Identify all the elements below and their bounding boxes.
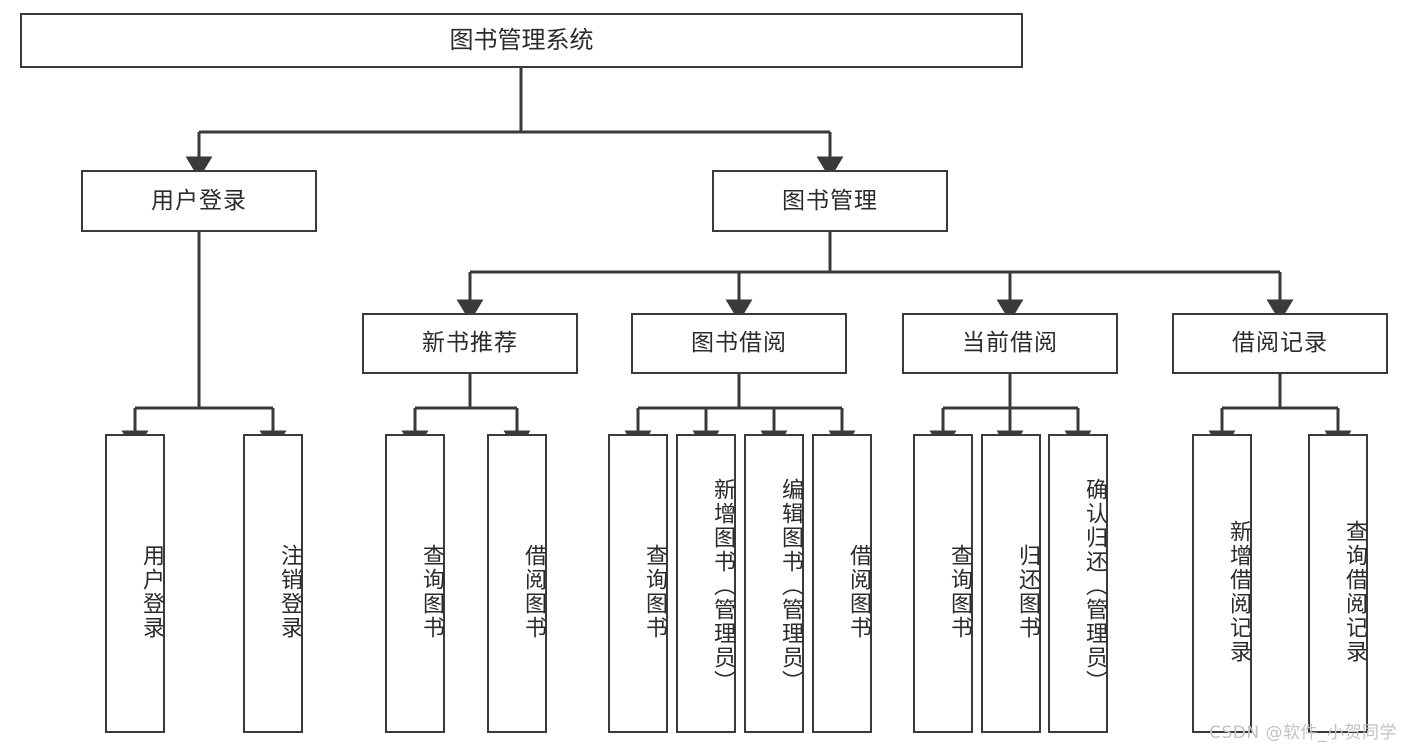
node-label: 编辑图书（管理员） <box>778 477 803 694</box>
node-label: 查询借阅记录 <box>1342 519 1367 664</box>
node-label: 图书管理系统 <box>449 25 594 54</box>
node-label: 当前借阅 <box>962 330 1058 357</box>
node-label: 注销登录 <box>277 543 302 640</box>
node-book-borrow[interactable]: 图书借阅 <box>631 313 847 374</box>
leaf-add-borrow-record[interactable]: 新增借阅记录 <box>1192 434 1252 733</box>
leaf-borrow-book-recommend[interactable]: 借阅图书 <box>487 434 547 733</box>
node-label: 用户登录 <box>151 187 247 214</box>
leaf-user-login[interactable]: 用户登录 <box>105 434 165 733</box>
node-label: 查询图书 <box>642 543 667 640</box>
node-label: 新增借阅记录 <box>1226 519 1251 664</box>
node-label: 用户登录 <box>139 543 164 640</box>
leaf-query-book-borrow[interactable]: 查询图书 <box>608 434 668 733</box>
node-book-management[interactable]: 图书管理 <box>712 170 948 232</box>
node-borrow-record[interactable]: 借阅记录 <box>1172 313 1388 374</box>
node-label: 确认归还（管理员） <box>1082 477 1107 694</box>
leaf-confirm-return-admin[interactable]: 确认归还（管理员） <box>1048 434 1108 733</box>
node-label: 归还图书 <box>1015 543 1040 640</box>
node-current-borrow[interactable]: 当前借阅 <box>902 313 1118 374</box>
leaf-return-book[interactable]: 归还图书 <box>981 434 1041 733</box>
leaf-logout-login[interactable]: 注销登录 <box>243 434 303 733</box>
node-label: 借阅图书 <box>521 543 546 640</box>
node-label: 图书管理 <box>782 187 878 214</box>
node-label: 借阅图书 <box>846 543 871 640</box>
watermark: CSDN @软件_小贺同学 <box>1209 723 1397 743</box>
leaf-query-book-current[interactable]: 查询图书 <box>913 434 973 733</box>
leaf-add-book-admin[interactable]: 新增图书（管理员） <box>676 434 736 733</box>
leaf-query-borrow-record[interactable]: 查询借阅记录 <box>1308 434 1368 733</box>
node-label: 新增图书（管理员） <box>710 477 735 694</box>
node-new-book-recommend[interactable]: 新书推荐 <box>362 313 578 374</box>
node-label: 查询图书 <box>947 543 972 640</box>
node-label: 借阅记录 <box>1232 330 1328 357</box>
node-root-book-management-system[interactable]: 图书管理系统 <box>20 13 1023 68</box>
node-label: 查询图书 <box>419 543 444 640</box>
leaf-borrow-book[interactable]: 借阅图书 <box>812 434 872 733</box>
leaf-edit-book-admin[interactable]: 编辑图书（管理员） <box>744 434 804 733</box>
node-label: 新书推荐 <box>422 330 518 357</box>
leaf-query-book-recommend[interactable]: 查询图书 <box>385 434 445 733</box>
node-user-login[interactable]: 用户登录 <box>81 170 317 232</box>
node-label: 图书借阅 <box>691 330 787 357</box>
